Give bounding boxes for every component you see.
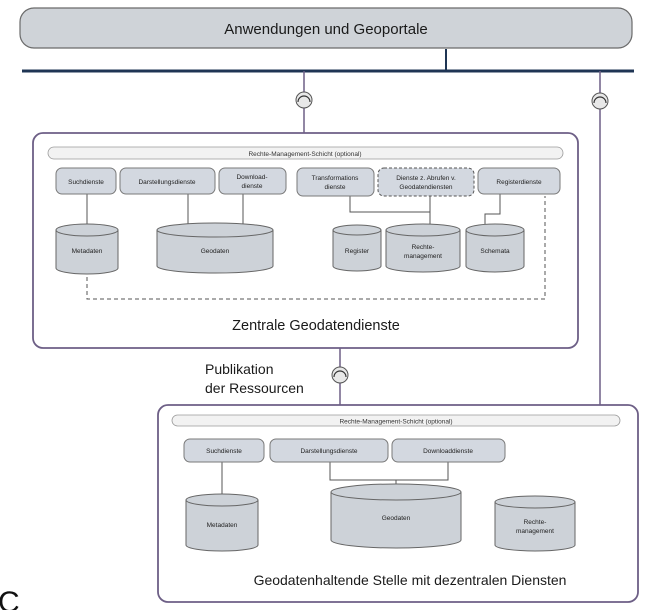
central-service-label: Transformations (312, 175, 359, 182)
decentral-service-darstellung: Darstellungsdienste (269, 438, 389, 463)
publication-label-line2: der Ressourcen (205, 380, 304, 396)
connector-publication: Publikation der Ressourcen (205, 348, 349, 405)
corner-mark: C (0, 586, 20, 610)
central-service-transformation: Transformations dienste (296, 167, 375, 197)
central-store-label: Register (345, 248, 370, 255)
central-service-label: dienste (325, 184, 346, 191)
decentral-caption: Geodatenhaltende Stelle mit dezentralen … (254, 572, 567, 588)
decentral-service-label: Darstellungsdienste (300, 448, 357, 455)
central-store-label: Rechte- (412, 244, 435, 251)
decentral-store-label: Rechte- (524, 519, 547, 526)
central-service-label: Suchdienste (68, 179, 104, 186)
central-store-label: Geodaten (201, 248, 230, 255)
central-service-abrufen: Dienste z. Abrufen v. Geodatendiensten (377, 167, 475, 197)
central-store-schemata: Schemata (465, 223, 525, 273)
publication-label-line1: Publikation (205, 361, 274, 377)
central-store-label: Schemata (480, 248, 510, 255)
applications-bar-label: Anwendungen und Geoportale (224, 21, 428, 38)
connector-central (295, 71, 313, 133)
decentral-store-geodaten: Geodaten (330, 483, 462, 549)
central-store-geodaten: Geodaten (156, 222, 274, 274)
central-service-label: Registerdienste (496, 179, 542, 186)
central-store-rechte: Rechte- management (385, 223, 461, 273)
central-caption: Zentrale Geodatendienste (232, 318, 400, 334)
service-bus (22, 49, 634, 73)
central-store-label: Metadaten (72, 248, 103, 255)
central-services-frame: Rechte-Management-Schicht (optional) Suc… (32, 132, 579, 349)
central-service-download: Download- dienste (218, 167, 287, 195)
interface-icon-publication (331, 366, 349, 384)
decentral-service-such: Suchdienste (183, 438, 265, 463)
central-service-label: Dienste z. Abrufen v. (396, 175, 456, 182)
decentral-store-label: Metadaten (207, 522, 238, 529)
decentral-service-download: Downloaddienste (391, 438, 506, 463)
central-store-register: Register (332, 224, 382, 272)
decentral-store-metadaten: Metadaten (185, 493, 259, 552)
decentral-rights-layer: Rechte-Management-Schicht (optional) (339, 419, 452, 426)
interface-icon-right (591, 92, 609, 110)
decentral-store-label: Geodaten (382, 515, 411, 522)
decentral-store-label: management (516, 528, 554, 535)
central-service-label: Download- (236, 174, 267, 181)
central-service-darstellung: Darstellungsdienste (119, 167, 216, 195)
connector-right (591, 71, 609, 405)
decentral-service-label: Downloaddienste (423, 448, 473, 455)
central-rights-layer: Rechte-Management-Schicht (optional) (248, 151, 361, 158)
decentral-store-rechte: Rechte- management (494, 495, 576, 552)
central-store-metadaten: Metadaten (55, 223, 119, 275)
central-store-label: management (404, 253, 442, 260)
central-service-label: Darstellungsdienste (138, 179, 195, 186)
central-service-label: Geodatendiensten (399, 184, 453, 191)
central-service-label: dienste (242, 183, 263, 190)
decentral-service-label: Suchdienste (206, 448, 242, 455)
central-service-register: Registerdienste (477, 167, 561, 195)
central-service-such: Suchdienste (55, 167, 117, 195)
decentral-services-frame: Rechte-Management-Schicht (optional) Suc… (157, 404, 639, 603)
interface-icon-central (295, 91, 313, 109)
applications-bar: Anwendungen und Geoportale (19, 7, 633, 49)
